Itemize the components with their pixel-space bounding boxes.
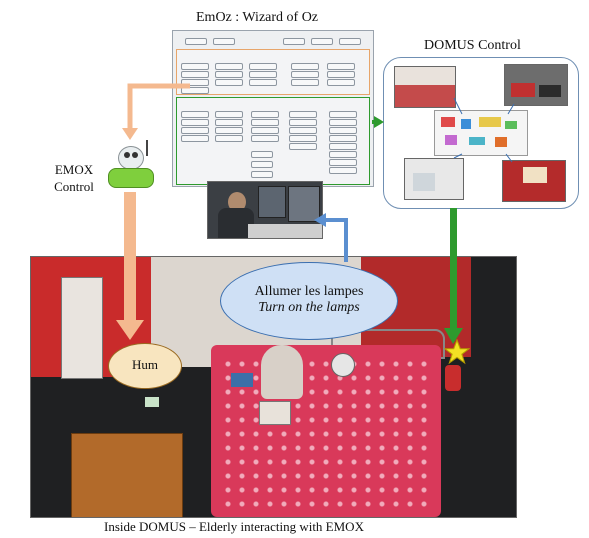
hum-text: Hum xyxy=(132,357,158,372)
laptop xyxy=(231,373,253,387)
domus-title: DOMUS Control xyxy=(424,38,521,53)
panel-button[interactable] xyxy=(289,135,317,142)
side-table xyxy=(71,433,183,517)
robot-on-bed xyxy=(331,353,355,377)
room-photo-bedroom-red xyxy=(502,160,566,202)
panel-button[interactable] xyxy=(291,71,319,78)
speech-bubble: Allumer les lampes Turn on the lamps xyxy=(220,262,398,340)
panel-button[interactable] xyxy=(291,79,319,86)
orange-arrow-to-emox xyxy=(127,83,190,130)
panel-button[interactable] xyxy=(181,71,209,78)
panel-button[interactable] xyxy=(181,79,209,86)
panel-button[interactable] xyxy=(283,38,305,45)
emox-label: EMOX Control xyxy=(54,162,94,194)
panel-button[interactable] xyxy=(215,127,243,134)
panel-button[interactable] xyxy=(185,38,207,45)
panel-button[interactable] xyxy=(181,111,209,118)
panel-button[interactable] xyxy=(327,71,355,78)
panel-button[interactable] xyxy=(251,127,279,134)
panel-button[interactable] xyxy=(181,63,209,70)
panel-button[interactable] xyxy=(329,151,357,158)
panel-button[interactable] xyxy=(181,135,209,142)
panel-button[interactable] xyxy=(289,143,317,150)
domus-control-box[interactable] xyxy=(383,57,579,209)
panel-button[interactable] xyxy=(329,167,357,174)
speech-line-fr: Allumer les lampes xyxy=(254,284,364,299)
panel-button[interactable] xyxy=(311,38,333,45)
orange-arrow-shaft-hum xyxy=(124,192,136,322)
hum-bubble: Hum xyxy=(108,343,182,389)
blue-arrowhead-operator xyxy=(314,213,326,227)
wizard-title: EmOz : Wizard of Oz xyxy=(196,10,319,25)
blue-arrow-to-operator xyxy=(324,218,348,262)
panel-button[interactable] xyxy=(249,79,277,86)
panel-button[interactable] xyxy=(251,161,273,168)
emox-robot-icon xyxy=(106,140,158,190)
green-arrowhead-domus xyxy=(374,116,384,128)
panel-button[interactable] xyxy=(213,38,235,45)
panel-button[interactable] xyxy=(215,119,243,126)
room-photo-bedroom xyxy=(394,66,456,108)
panel-button[interactable] xyxy=(329,135,357,142)
panel-button[interactable] xyxy=(329,111,357,118)
figure-caption: Inside DOMUS – Elderly interacting with … xyxy=(104,519,364,534)
panel-button[interactable] xyxy=(215,63,243,70)
panel-button[interactable] xyxy=(249,71,277,78)
monitor-right xyxy=(288,186,320,222)
orange-arrowhead-emox xyxy=(122,128,138,140)
star-icon xyxy=(444,339,470,365)
panel-button[interactable] xyxy=(251,151,273,158)
panel-button[interactable] xyxy=(215,135,243,142)
panel-button[interactable] xyxy=(289,127,317,134)
operator-head xyxy=(228,192,246,212)
panel-button[interactable] xyxy=(181,87,209,94)
panel-button[interactable] xyxy=(329,119,357,126)
person xyxy=(261,345,303,399)
green-arrow-shaft-lamp xyxy=(450,208,457,330)
floor-object xyxy=(145,397,159,407)
panel-button[interactable] xyxy=(329,127,357,134)
room-photo-living xyxy=(504,64,568,106)
orange-arrowhead-hum xyxy=(116,320,144,340)
speech-line-en: Turn on the lamps xyxy=(258,300,360,315)
panel-button[interactable] xyxy=(289,111,317,118)
panel-button[interactable] xyxy=(327,79,355,86)
desk xyxy=(248,224,322,238)
door xyxy=(61,277,103,379)
panel-button[interactable] xyxy=(329,143,357,150)
panel-button[interactable] xyxy=(215,79,243,86)
room-photo-bathroom xyxy=(404,158,464,200)
monitor-left xyxy=(258,186,286,218)
green-arrowhead-lamp xyxy=(444,328,463,344)
panel-button[interactable] xyxy=(327,63,355,70)
domus-connector-lines xyxy=(453,97,515,163)
panel-button[interactable] xyxy=(329,159,357,166)
panel-button[interactable] xyxy=(181,127,209,134)
box xyxy=(259,401,291,425)
lamp xyxy=(445,365,461,391)
panel-button[interactable] xyxy=(291,63,319,70)
wizard-operator-photo xyxy=(207,181,323,239)
panel-button[interactable] xyxy=(251,119,279,126)
panel-button[interactable] xyxy=(249,63,277,70)
panel-button[interactable] xyxy=(251,111,279,118)
panel-button[interactable] xyxy=(215,71,243,78)
wizard-control-panel[interactable] xyxy=(172,30,374,187)
panel-button[interactable] xyxy=(251,171,273,178)
panel-button[interactable] xyxy=(215,111,243,118)
floor-plan xyxy=(434,110,528,156)
panel-button[interactable] xyxy=(339,38,361,45)
panel-button[interactable] xyxy=(251,135,279,142)
bed-pattern xyxy=(221,357,431,507)
panel-button[interactable] xyxy=(289,119,317,126)
panel-button[interactable] xyxy=(181,119,209,126)
